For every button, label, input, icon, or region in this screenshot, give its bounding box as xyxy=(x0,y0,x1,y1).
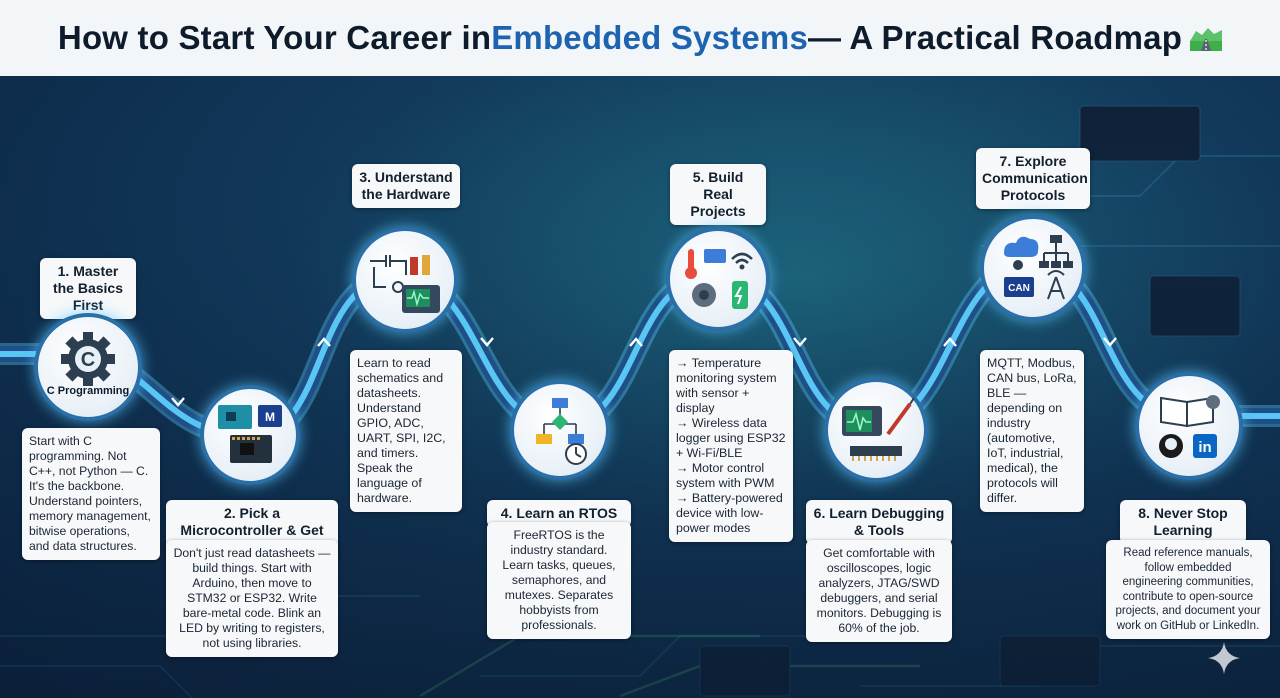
step-7-description: MQTT, Modbus, CAN bus, LoRa, BLE — depen… xyxy=(980,350,1084,512)
svg-text:M: M xyxy=(265,410,275,424)
step-7-circle: CAN xyxy=(980,215,1086,321)
projects-icon xyxy=(685,249,753,309)
network-protocols-icon: CAN xyxy=(1004,235,1073,300)
step-4-description: FreeRTOS is the industry standard. Learn… xyxy=(487,522,631,639)
step-1-circle: C xyxy=(34,313,142,421)
project-item: → Battery-powered device with low-power … xyxy=(676,491,783,535)
book-github-linkedin-icon: in xyxy=(1159,395,1220,458)
step-3-circle xyxy=(352,227,458,333)
step-8-label: 8. Never Stop Learning xyxy=(1120,500,1246,544)
step-1-description: Start with C programming. Not C++, not P… xyxy=(22,428,160,560)
project-item: → Motor control system with PWM xyxy=(676,461,775,490)
step-3-description: Learn to read schematics and datasheets.… xyxy=(350,350,462,512)
chevron-icon xyxy=(317,337,331,347)
can-chip-text: CAN xyxy=(1008,283,1030,294)
oscilloscope-probe-icon xyxy=(842,397,915,461)
schematic-oscilloscope-icon xyxy=(370,255,440,313)
c-programming-caption: C Programming xyxy=(46,385,130,397)
project-item: → Temperature monitoring system with sen… xyxy=(676,356,777,415)
chevron-icon xyxy=(480,337,494,347)
page-title: How to Start Your Career in Embedded Sys… xyxy=(0,0,1280,76)
step-5-circle xyxy=(666,227,770,331)
step-6-label: 6. Learn Debugging & Tools xyxy=(806,500,952,544)
linkedin-text: in xyxy=(1198,439,1211,456)
step-5-label: 5. Build Real Projects xyxy=(670,164,766,225)
svg-text:C: C xyxy=(81,349,95,371)
step-8-circle: in xyxy=(1135,372,1243,480)
chevron-icon xyxy=(793,337,807,347)
chevron-icon xyxy=(943,337,957,347)
step-2-description: Don't just read datasheets — build thing… xyxy=(166,540,338,657)
title-suffix: — A Practical Roadmap xyxy=(808,19,1183,56)
step-1-label: 1. Master the Basics First xyxy=(40,258,136,319)
project-item: → Wireless data logger using ESP32 + Wi-… xyxy=(676,416,786,460)
step-2-circle: M xyxy=(200,385,300,485)
chevron-icon xyxy=(629,337,643,347)
step-6-circle xyxy=(824,378,928,482)
title-prefix: How to Start Your Career in xyxy=(57,19,492,56)
road-icon xyxy=(1190,28,1223,51)
step-6-description: Get comfortable with oscilloscopes, logi… xyxy=(806,540,952,642)
step-3-label: 3. Understand the Hardware xyxy=(352,164,460,208)
step-4-circle xyxy=(510,380,610,480)
microcontroller-boards-icon: M xyxy=(218,405,282,463)
chevron-icon xyxy=(171,397,185,407)
gear-c-icon: C xyxy=(61,332,115,386)
step-7-label: 7. Explore Communication Protocols xyxy=(976,148,1090,209)
title-highlight: Embedded Systems xyxy=(491,19,809,56)
step-5-description: → Temperature monitoring system with sen… xyxy=(669,350,793,542)
step-8-description: Read reference manuals, follow embedded … xyxy=(1106,540,1270,639)
chevron-icon xyxy=(1103,337,1117,347)
flowchart-stopwatch-icon xyxy=(536,398,587,465)
sparkle-icon xyxy=(1208,642,1240,674)
